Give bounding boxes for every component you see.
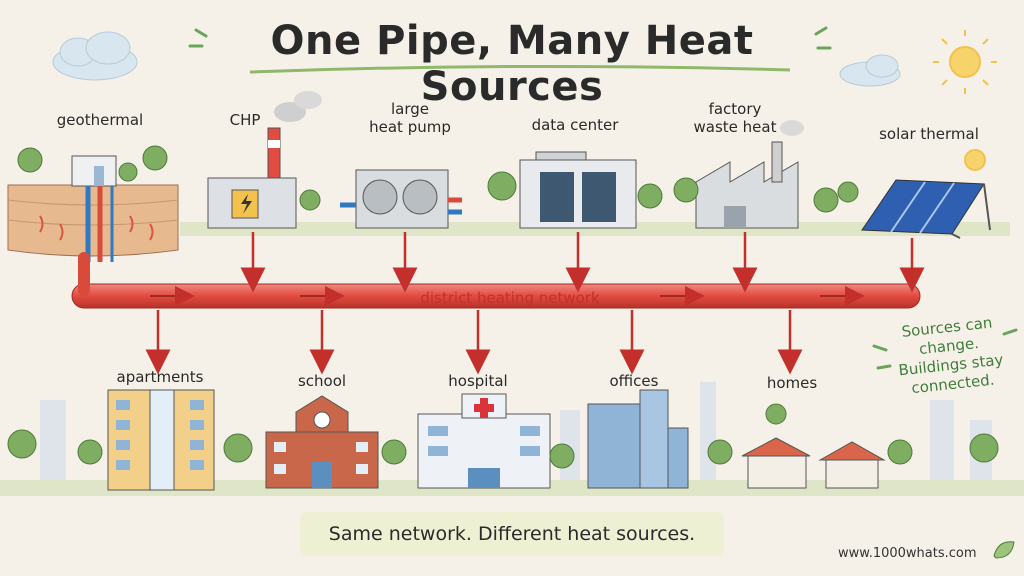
heating-pipe bbox=[71, 283, 921, 309]
solar-panel-illustration bbox=[861, 179, 991, 239]
building-label-hospital: hospital bbox=[448, 372, 508, 390]
apartments-illustration bbox=[107, 389, 215, 491]
chp-plant-illustration bbox=[207, 91, 322, 229]
tree-icon bbox=[17, 145, 859, 213]
geothermal-illustration bbox=[7, 155, 179, 262]
network-label: district heating network bbox=[420, 289, 600, 307]
sun-icon bbox=[933, 30, 997, 171]
page-title: One Pipe, Many Heat Sources bbox=[270, 18, 754, 110]
offices-illustration bbox=[587, 389, 689, 489]
source-label-data-center: data center bbox=[531, 116, 619, 134]
note-marks bbox=[872, 328, 1018, 370]
delivery-arrows bbox=[145, 310, 803, 375]
data-center-illustration bbox=[519, 151, 637, 229]
hospital-illustration bbox=[417, 393, 551, 489]
building-label-apartments: apartments bbox=[116, 368, 204, 386]
source-arrows bbox=[240, 232, 925, 293]
building-label-offices: offices bbox=[609, 372, 659, 390]
building-label-school: school bbox=[297, 372, 347, 390]
tagline-banner: Same network. Different heat sources. bbox=[300, 512, 724, 556]
source-label-chp: CHP bbox=[229, 111, 261, 129]
leaf-icon bbox=[993, 541, 1015, 559]
source-label-factory: factory waste heat bbox=[693, 100, 777, 136]
side-note: Sources can change. Buildings stay conne… bbox=[897, 313, 1005, 398]
medical-cross-icon bbox=[474, 398, 494, 418]
source-label-geothermal: geothermal bbox=[56, 111, 144, 129]
title-marks bbox=[188, 26, 832, 50]
tree-icon bbox=[7, 403, 999, 469]
homes-illustration bbox=[741, 437, 886, 489]
title-underline bbox=[249, 64, 791, 74]
factory-illustration bbox=[695, 120, 804, 229]
school-illustration bbox=[265, 395, 379, 489]
heat-pump-illustration bbox=[340, 169, 462, 229]
source-label-heat-pump: large heat pump bbox=[369, 100, 451, 136]
cloud-icon bbox=[52, 31, 901, 87]
source-label-solar-thermal: solar thermal bbox=[879, 125, 979, 143]
footer-url[interactable]: www.1000whats.com bbox=[838, 546, 977, 561]
building-label-homes: homes bbox=[766, 374, 818, 392]
clock-icon bbox=[313, 411, 331, 429]
